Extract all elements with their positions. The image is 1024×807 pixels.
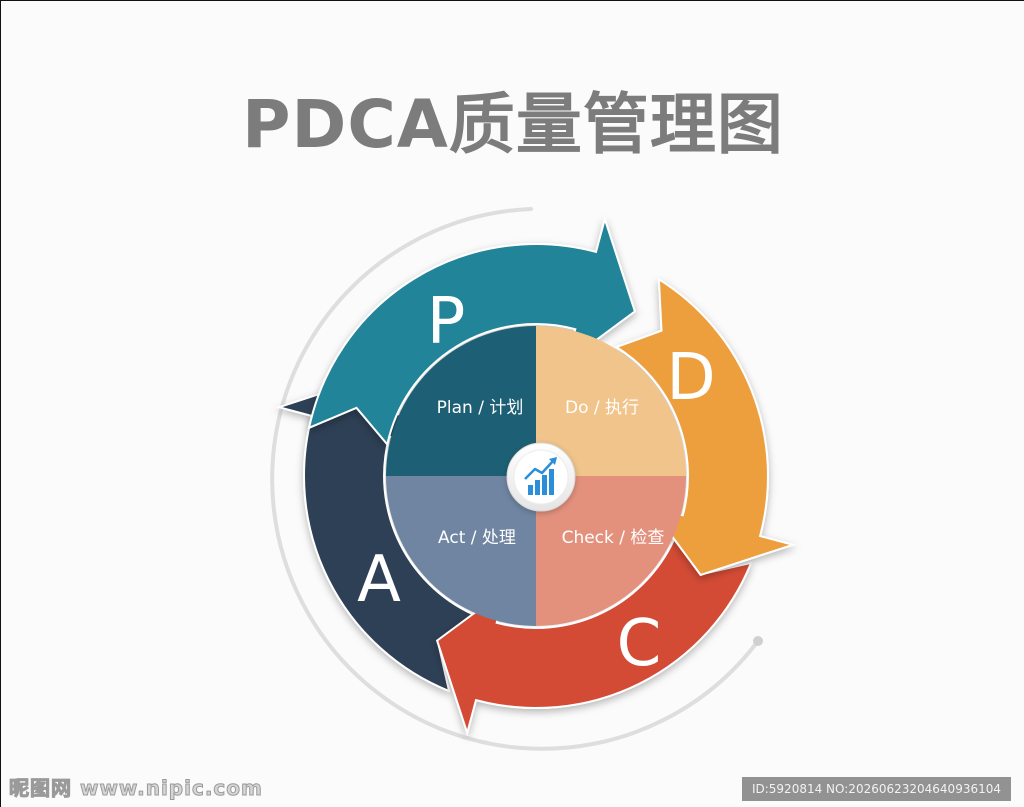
check-letter: C (617, 607, 662, 681)
check-label: Check / 检查 (562, 528, 665, 548)
watermark-id: ID:5920814 NO:20260623204640936104 (741, 777, 1011, 801)
plan-quadrant (386, 326, 536, 476)
act-label: Act / 处理 (438, 528, 516, 548)
act-letter: A (357, 543, 401, 617)
watermark-bar: 昵图网 www.nipic.com ID:5920814 NO:20260623… (1, 776, 1024, 807)
do-letter: D (666, 341, 715, 415)
do-arrow (614, 277, 797, 577)
plan-letter: P (427, 285, 466, 359)
plan-label: Plan / 计划 (437, 398, 524, 418)
bar-chart-growth-icon (506, 442, 576, 512)
inner-quadrants (386, 326, 686, 626)
plan-arrow (307, 215, 637, 447)
check-arrow (435, 530, 753, 737)
act-quadrant (386, 476, 536, 626)
outer-ring (270, 207, 760, 751)
page-title: PDCA质量管理图 (242, 86, 784, 163)
do-quadrant (536, 326, 686, 476)
cycle-arrows (275, 215, 797, 737)
watermark-site: 昵图网 www.nipic.com (9, 776, 263, 801)
act-arrow (275, 375, 482, 693)
check-quadrant (536, 476, 686, 626)
do-label: Do / 执行 (565, 398, 639, 418)
outer-ring-dot (753, 636, 763, 646)
